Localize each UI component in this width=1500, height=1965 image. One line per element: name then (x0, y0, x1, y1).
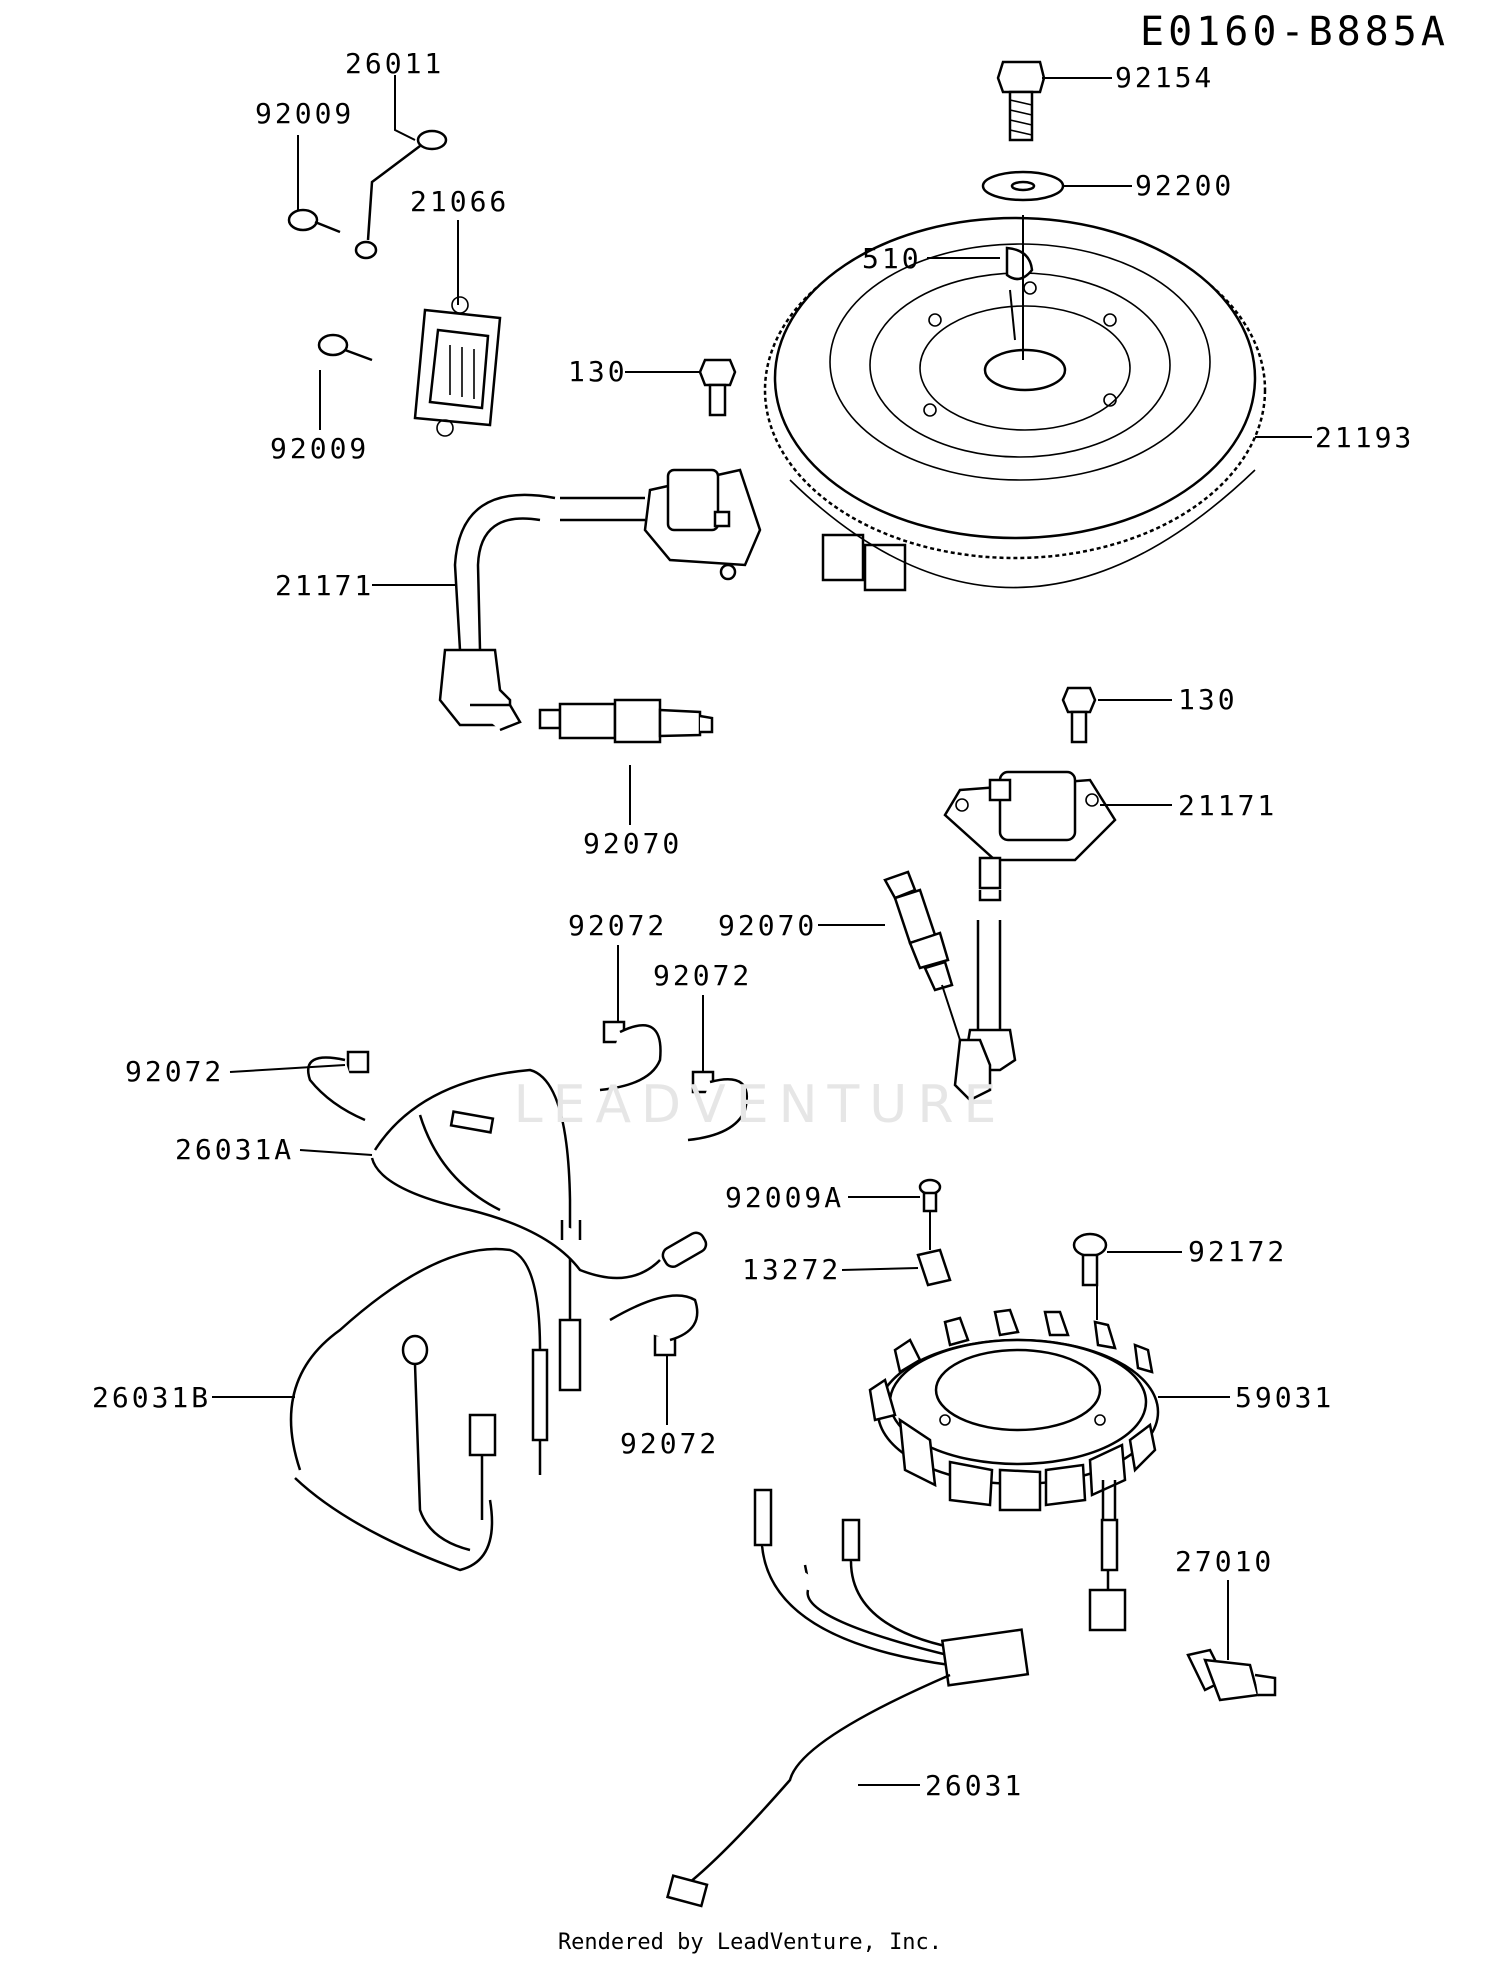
ignition-coil-21171-right (943, 770, 1117, 890)
callout-13272[interactable]: 13272 (742, 1253, 842, 1286)
flywheel-21193 (763, 216, 1267, 592)
callout-130-right[interactable]: 130 (1178, 683, 1238, 716)
watermark-text: LEADVENTURE (513, 1075, 1007, 1135)
ground-wire-26011 (354, 129, 448, 260)
callout-92070-left[interactable]: 92070 (583, 827, 683, 860)
plate-13272 (916, 1248, 952, 1287)
callout-92072-b[interactable]: 92072 (653, 959, 753, 992)
callout-92200[interactable]: 92200 (1135, 169, 1235, 202)
callout-26011[interactable]: 26011 (345, 47, 445, 80)
bolt-92154 (996, 60, 1046, 142)
washer-92200 (981, 170, 1065, 202)
callout-92072-a[interactable]: 92072 (568, 909, 668, 942)
callout-92009a[interactable]: 92009A (725, 1181, 845, 1214)
callout-92072-c[interactable]: 92072 (125, 1055, 225, 1088)
callout-21066[interactable]: 21066 (410, 185, 510, 218)
harness-26031b (289, 1247, 549, 1572)
callout-92009-bottom[interactable]: 92009 (270, 432, 370, 465)
screw-92172 (1072, 1232, 1108, 1287)
bolt-130-top (698, 358, 737, 417)
callout-21171-right[interactable]: 21171 (1178, 789, 1278, 822)
stator-59031 (868, 1308, 1160, 1632)
callout-26031[interactable]: 26031 (925, 1769, 1025, 1802)
clamp-92072-b (687, 1070, 748, 1142)
callout-26031a[interactable]: 26031A (175, 1133, 295, 1166)
callout-21193[interactable]: 21193 (1315, 421, 1415, 454)
footer-credit: Rendered by LeadVenture, Inc. (557, 1930, 943, 1955)
regulator-21066 (413, 296, 502, 437)
clamp-92072-a (599, 1020, 662, 1092)
callout-92154[interactable]: 92154 (1115, 61, 1215, 94)
clamp-92072-d (609, 1294, 699, 1357)
screw-92009-bottom (317, 333, 373, 362)
clamp-92072-c (307, 1050, 370, 1122)
callout-92070-right[interactable]: 92070 (718, 909, 818, 942)
spark-plug-92070-left (538, 698, 714, 744)
callout-510[interactable]: 510 (862, 242, 922, 275)
callout-92172[interactable]: 92172 (1188, 1235, 1288, 1268)
hv-lead-right (953, 890, 1017, 1102)
ignition-coil-21171-left (643, 468, 762, 581)
bolt-130-right (1061, 686, 1097, 744)
harness-26031 (665, 1488, 1030, 1908)
screw-92009-top (287, 208, 341, 234)
callout-26031b[interactable]: 26031B (92, 1381, 212, 1414)
callout-130-top[interactable]: 130 (568, 355, 628, 388)
key-510 (1005, 246, 1034, 281)
callout-92009-top[interactable]: 92009 (255, 97, 355, 130)
callout-27010[interactable]: 27010 (1175, 1545, 1275, 1578)
callout-21171-left[interactable]: 21171 (275, 569, 375, 602)
callout-59031[interactable]: 59031 (1235, 1381, 1335, 1414)
screw-92009a (918, 1178, 942, 1213)
hv-lead-left (438, 493, 645, 732)
oil-switch-27010 (1186, 1648, 1277, 1702)
spark-plug-92070-right (883, 870, 954, 992)
leader-lines (212, 75, 1312, 1786)
callout-92072-d[interactable]: 92072 (620, 1427, 720, 1460)
diagram-code: E0160-B885A (1140, 9, 1449, 55)
